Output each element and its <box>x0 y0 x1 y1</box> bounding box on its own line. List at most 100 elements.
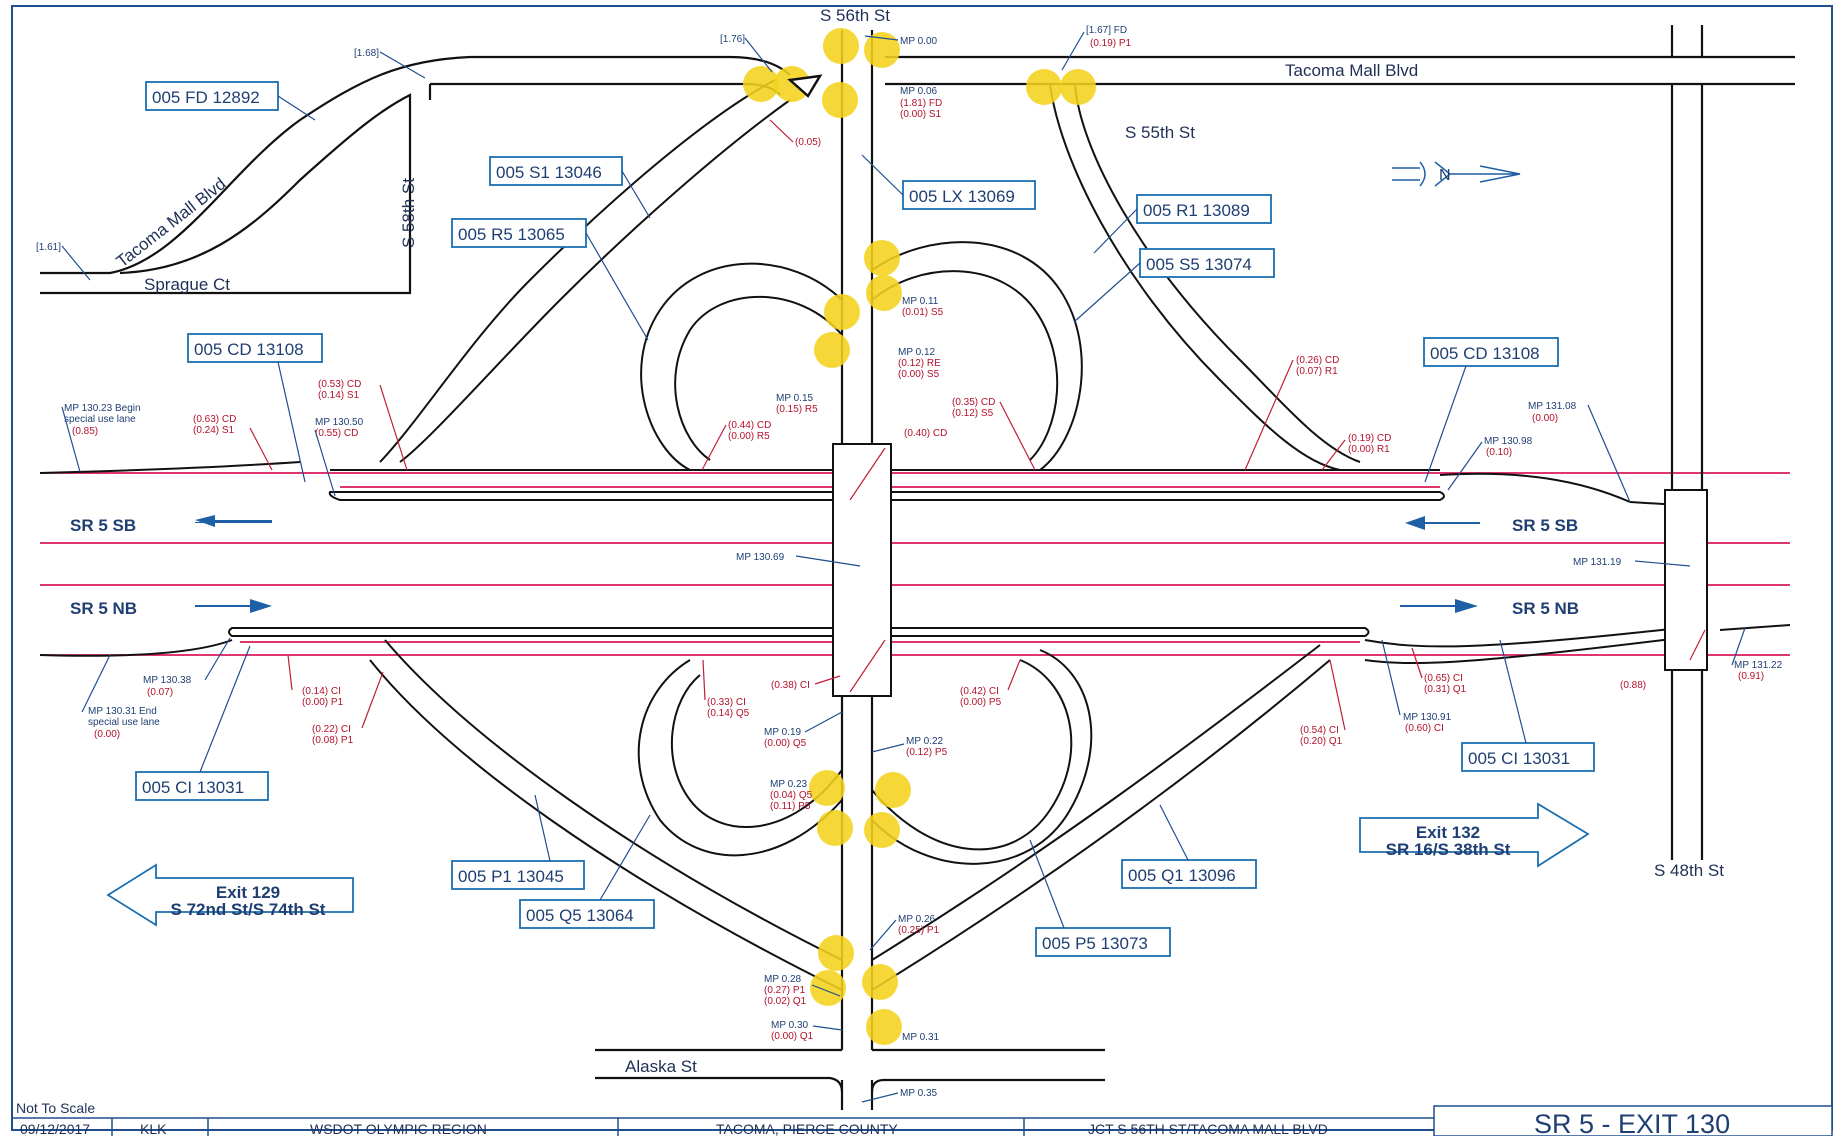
note-mp015-b: (0.15) R5 <box>776 404 818 415</box>
note-168: [1.68] <box>354 48 379 59</box>
west-local-streets <box>40 55 471 295</box>
note-cd019-b: (0.00) R1 <box>1348 444 1390 455</box>
note-161: [1.61] <box>36 242 61 253</box>
note-005: (0.05) <box>795 137 821 148</box>
note-cd044-b: (0.00) R5 <box>728 431 770 442</box>
highlight-marker <box>864 812 900 848</box>
ramp-box-s5: 005 S5 13074 <box>1146 255 1252 274</box>
highlight-marker <box>1060 69 1096 105</box>
label-tacoma-mall-diag: Tacoma Mall Blvd <box>113 174 230 271</box>
note-mp019-b: (0.00) Q5 <box>764 738 807 749</box>
highlight-marker <box>1026 69 1062 105</box>
note-ci042-b: (0.00) P5 <box>960 697 1002 708</box>
note-ci014-b: (0.00) P1 <box>302 697 344 708</box>
ramp-box-cd-left: 005 CD 13108 <box>194 340 304 359</box>
highlight-marker <box>875 772 911 808</box>
collector-roads <box>39 461 1791 665</box>
label-alaska: Alaska St <box>625 1057 697 1076</box>
s48-street <box>1664 84 1708 860</box>
note-ci033-a: (0.33) CI <box>707 697 746 708</box>
note-cd063-a: (0.63) CD <box>193 414 236 425</box>
north-arrow-letter: N <box>1439 167 1451 184</box>
note-mp13119: MP 131.19 <box>1573 557 1622 568</box>
note-mp13023-b: special use lane <box>64 414 136 425</box>
highlight-marker <box>866 1009 902 1045</box>
note-mp13050-b: (0.55) CD <box>315 428 358 439</box>
note-ci042-a: (0.42) CI <box>960 686 999 697</box>
exit-129-sign: Exit 129 S 72nd St/S 74th St <box>106 863 354 927</box>
note-ci022-b: (0.08) P1 <box>312 735 354 746</box>
label-sr5-nb-left: SR 5 NB <box>70 599 137 618</box>
note-cd035-b: (0.12) S5 <box>952 408 994 419</box>
note-mp030-a: MP 0.30 <box>771 1020 808 1031</box>
label-s58: S 58th St <box>399 178 418 248</box>
note-cd063-b: (0.24) S1 <box>193 425 235 436</box>
ramp-id-boxes: 005 FD 12892 005 S1 13046 005 R5 13065 0… <box>135 81 1595 957</box>
note-mp012-b: (0.12) RE <box>898 358 941 369</box>
note-mp011-a: MP 0.11 <box>902 296 939 307</box>
note-mp13098-b: (0.10) <box>1486 447 1512 458</box>
ramp-box-r1: 005 R1 13089 <box>1143 201 1250 220</box>
note-mp022-b: (0.12) P5 <box>906 747 948 758</box>
note-mp023-a: MP 0.23 <box>770 779 807 790</box>
highlight-marker <box>866 275 902 311</box>
highlight-marker <box>823 28 859 64</box>
exit132-line2: SR 16/S 38th St <box>1386 840 1511 859</box>
north-ramps <box>379 79 1361 471</box>
label-sr5-nb-right: SR 5 NB <box>1512 599 1579 618</box>
note-fd167-b: (0.19) P1 <box>1090 38 1132 49</box>
note-mp023-c: (0.11) P5 <box>770 801 811 812</box>
note-mp028-a: MP 0.28 <box>764 974 801 985</box>
note-mp000: MP 0.00 <box>900 36 937 47</box>
highlight-marker <box>743 66 779 102</box>
ramp-box-lx: 005 LX 13069 <box>909 187 1015 206</box>
label-sprague: Sprague Ct <box>144 275 230 294</box>
label-s56: S 56th St <box>820 6 890 25</box>
note-ci065-a: (0.65) CI <box>1424 673 1463 684</box>
note-mp006-c: (0.00) S1 <box>900 109 942 120</box>
milepost-notes: [1.68] [1.76] [1.61] MP 0.00 [1.67] FD (… <box>36 25 1783 1103</box>
note-mp13091-b: (0.60) CI <box>1405 723 1444 734</box>
ramp-box-cd-right: 005 CD 13108 <box>1430 344 1540 363</box>
highlight-marker <box>864 32 900 68</box>
ramp-box-r5: 005 R5 13065 <box>458 225 565 244</box>
ramp-box-p1: 005 P1 13045 <box>458 867 564 886</box>
junction: JCT S 56TH ST/TACOMA MALL BLVD <box>1088 1121 1328 1136</box>
label-tacoma-mall-top: Tacoma Mall Blvd <box>1285 61 1418 80</box>
note-cd026-b: (0.07) R1 <box>1296 366 1338 377</box>
not-to-scale: Not To Scale <box>16 1100 95 1116</box>
note-mp028-c: (0.02) Q1 <box>764 996 807 1007</box>
note-mp026-a: MP 0.26 <box>898 914 935 925</box>
bridge-s56 <box>832 443 892 697</box>
note-mp011-b: (0.01) S5 <box>902 307 944 318</box>
note-mp13108-b: (0.00) <box>1532 413 1558 424</box>
note-mp13038-b: (0.07) <box>147 687 173 698</box>
highlight-marker <box>814 332 850 368</box>
ramp-box-q5: 005 Q5 13064 <box>526 906 634 925</box>
highlight-marker <box>818 935 854 971</box>
note-mp012-a: MP 0.12 <box>898 347 935 358</box>
note-cd035-a: (0.35) CD <box>952 397 995 408</box>
region: WSDOT OLYMPIC REGION <box>310 1121 487 1136</box>
note-mp13038-a: MP 130.38 <box>143 675 192 686</box>
note-mp030-b: (0.00) Q1 <box>771 1031 814 1042</box>
note-mp13122-b: (0.91) <box>1738 671 1764 682</box>
note-mp022-a: MP 0.22 <box>906 736 943 747</box>
nb-arrow-right <box>1455 599 1478 613</box>
note-mp13108-a: MP 131.08 <box>1528 401 1577 412</box>
ramp-box-ci-right: 005 CI 13031 <box>1468 749 1570 768</box>
note-mp031: MP 0.31 <box>902 1032 939 1043</box>
ramp-box-fd12892: 005 FD 12892 <box>152 88 260 107</box>
ramp-box-ci-left: 005 CI 13031 <box>142 778 244 797</box>
highlight-marker <box>822 82 858 118</box>
highlight-marker <box>810 970 846 1006</box>
note-mp13031-a: MP 130.31 End <box>88 706 157 717</box>
note-mp015-a: MP 0.15 <box>776 393 813 404</box>
note-cd026-a: (0.26) CD <box>1296 355 1339 366</box>
label-s48: S 48th St <box>1654 861 1724 880</box>
note-cd044-a: (0.44) CD <box>728 420 771 431</box>
note-ci038: (0.38) CI <box>771 680 810 691</box>
note-mp019-a: MP 0.19 <box>764 727 801 738</box>
label-sr5-sb-right: SR 5 SB <box>1512 516 1578 535</box>
